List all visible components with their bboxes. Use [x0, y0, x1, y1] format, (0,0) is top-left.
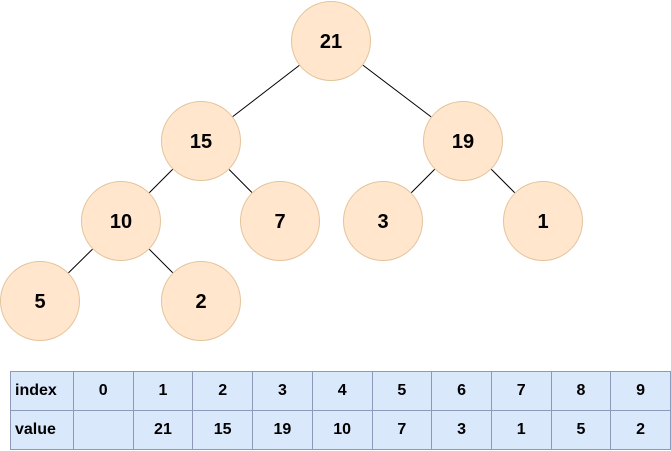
tree-node-circle	[291, 1, 371, 81]
value-cell: 10	[311, 410, 373, 450]
tree-edge	[410, 168, 436, 194]
tree-node-circle	[161, 101, 241, 181]
tree-node: 7	[240, 181, 320, 261]
index-cell: 8	[550, 371, 612, 411]
tree-node: 10	[81, 181, 161, 261]
tree-node-circle	[240, 181, 320, 261]
tree-edge	[232, 64, 300, 118]
tree-node-label: 15	[190, 131, 212, 153]
index-cell: 7	[490, 371, 552, 411]
tree-node: 3	[343, 181, 423, 261]
tree-edges	[68, 64, 516, 274]
index-cell: 4	[311, 371, 373, 411]
index-row-header: index	[10, 371, 74, 411]
tree-node: 15	[161, 101, 241, 181]
heap-array-table: index 0 1 2 3 4 5 6 7 8 9 value 21 15 19…	[10, 371, 671, 450]
index-cell: 6	[431, 371, 492, 411]
index-cell: 1	[132, 371, 194, 411]
tree-node-label: 1	[537, 211, 548, 233]
index-cell: 5	[371, 371, 433, 411]
tree-node-label: 5	[34, 291, 45, 313]
value-cell: 19	[252, 410, 313, 450]
tree-node-label: 7	[274, 211, 285, 233]
index-cell: 0	[72, 371, 134, 411]
value-row-header: value	[10, 410, 74, 450]
index-cell: 3	[252, 371, 313, 411]
value-row: value 21 15 19 10 7 3 1 5 2	[10, 410, 671, 450]
tree-node-label: 21	[320, 31, 342, 53]
index-cell: 2	[192, 371, 254, 411]
tree-node-circle	[343, 181, 423, 261]
tree-edge	[148, 248, 174, 274]
value-cell: 1	[490, 410, 552, 450]
tree-node-label: 19	[452, 131, 474, 153]
tree-edge	[228, 169, 253, 193]
value-cell	[72, 410, 134, 450]
tree-node-label: 3	[377, 211, 388, 233]
tree-node-circle	[0, 261, 80, 341]
tree-node: 5	[0, 261, 80, 341]
index-row: index 0 1 2 3 4 5 6 7 8 9	[10, 371, 671, 411]
value-cell: 3	[431, 410, 492, 450]
tree-node: 19	[423, 101, 503, 181]
value-cell: 2	[610, 410, 671, 450]
tree-node-label: 10	[110, 211, 132, 233]
tree-edge	[490, 168, 516, 194]
tree-node-circle	[161, 261, 241, 341]
tree-edge	[148, 168, 174, 194]
value-cell: 5	[550, 410, 612, 450]
tree-node: 1	[503, 181, 583, 261]
index-cell: 9	[610, 371, 671, 411]
tree-node-circle	[81, 181, 161, 261]
value-cell: 15	[192, 410, 254, 450]
tree-node-circle	[503, 181, 583, 261]
tree-node: 2	[161, 261, 241, 341]
tree-edge	[362, 64, 432, 118]
value-cell: 21	[132, 410, 194, 450]
tree-edge	[68, 248, 93, 274]
tree-node: 21	[291, 1, 371, 81]
tree-node-circle	[423, 101, 503, 181]
value-cell: 7	[371, 410, 433, 450]
tree-node-label: 2	[195, 291, 206, 313]
